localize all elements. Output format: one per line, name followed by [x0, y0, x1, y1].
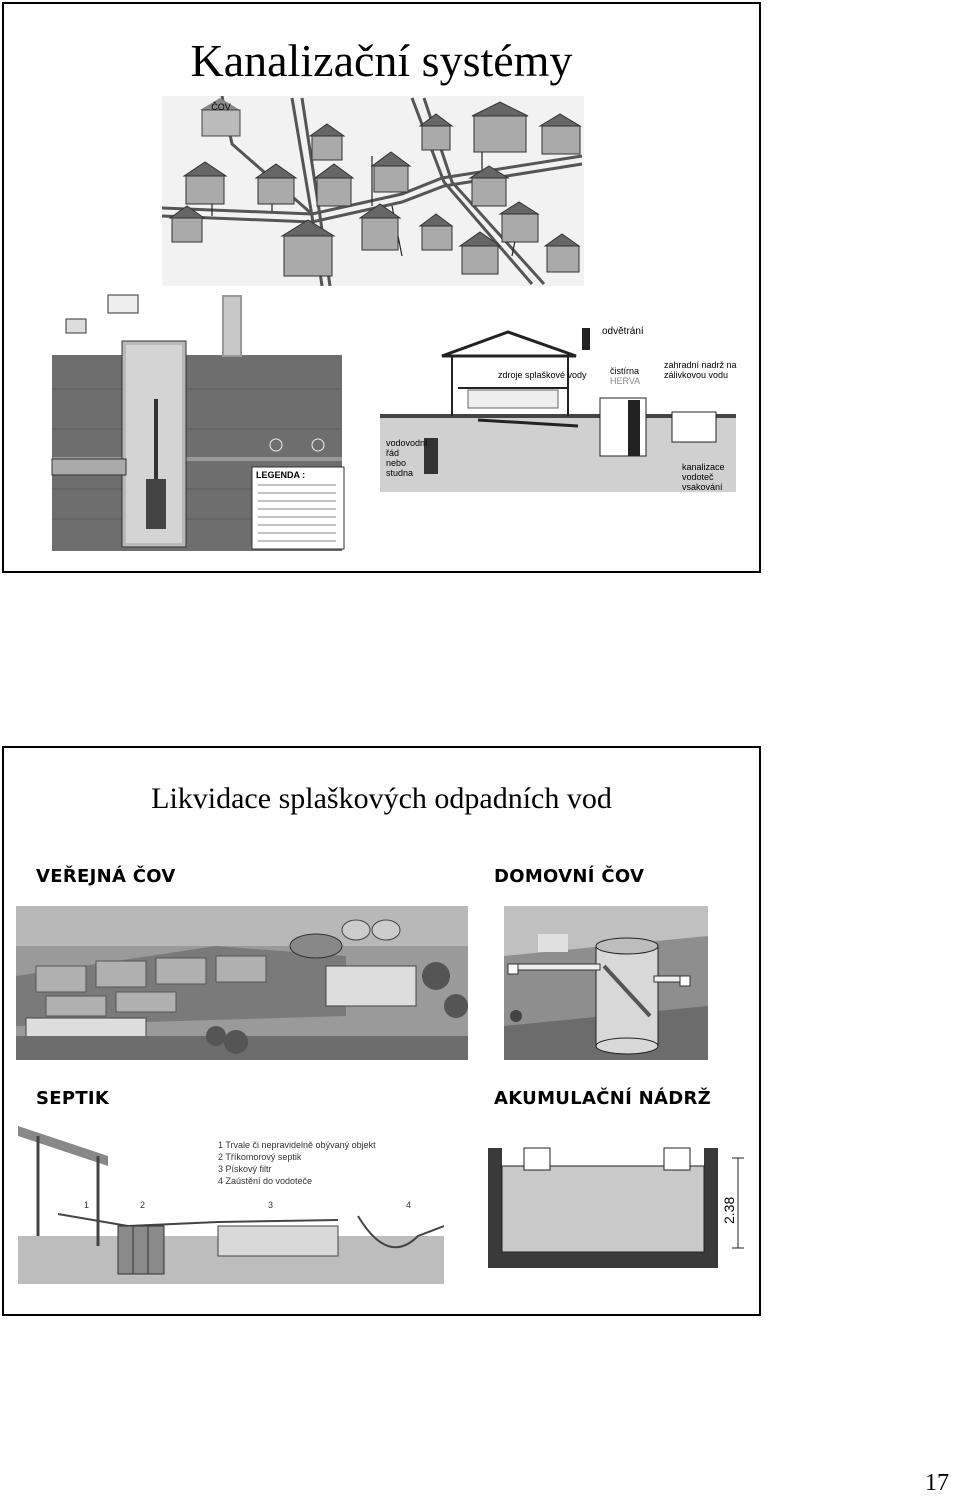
- public-wwtp-label: VEŘEJNÁ ČOV: [36, 866, 176, 887]
- garden-tank-label-2: zálivkovou vodu: [664, 370, 728, 380]
- plant-brand-label: HERVA: [610, 376, 640, 386]
- septic-legend-4: 4 Zaústění do vodoteče: [218, 1176, 312, 1186]
- water-supply-label-1: vodovodní: [386, 438, 428, 448]
- public-wwtp-photo: [16, 906, 468, 1060]
- water-supply-label-2: řád: [386, 448, 399, 458]
- septic-num-3: 3: [268, 1200, 273, 1210]
- sources-label: zdroje splaškové vody: [498, 370, 587, 380]
- septic-num-2: 2: [140, 1200, 145, 1210]
- storage-tank-diagram: 2.38: [488, 1138, 756, 1278]
- water-supply-label-3: nebo: [386, 458, 406, 468]
- storage-tank-label: AKUMULAČNÍ NÁDRŽ: [494, 1088, 711, 1109]
- septic-legend-2: 2 Tříkomorový septik: [218, 1152, 302, 1162]
- domestic-wwtp-label: DOMOVNÍ ČOV: [494, 866, 645, 887]
- sewer-label-3: vsakování: [682, 482, 723, 492]
- septic-diagram: 1 Trvale či nepravidelně obývaný objekt …: [18, 1126, 444, 1284]
- garden-tank-label-1: zahradní nadrž na: [664, 360, 737, 370]
- slide-title: Kanalizační systémy: [190, 35, 573, 86]
- house-wastewater-diagram: odvětrání zdroje splaškové vody čistírna…: [378, 322, 740, 494]
- vent-label: odvětrání: [602, 326, 644, 337]
- septic-num-1: 1: [84, 1200, 89, 1210]
- village-sewer-map: ČOV: [162, 96, 584, 286]
- slide-title: Likvidace splaškových odpadních vod: [151, 782, 612, 815]
- slide-likvidace: Likvidace splaškových odpadních vod VEŘE…: [2, 746, 761, 1316]
- pump-station-diagram: LEGENDA :: [46, 289, 351, 551]
- slide-kanalizacni-systemy: Kanalizační systémy ČOV: [2, 2, 761, 573]
- septic-legend-1: 1 Trvale či nepravidelně obývaný objekt: [218, 1140, 376, 1150]
- septic-legend-3: 3 Pískový filtr: [218, 1164, 272, 1174]
- page-number: 17: [925, 1470, 949, 1496]
- wwtp-building: ČOV: [200, 98, 241, 137]
- wwtp-map-label: ČOV: [211, 102, 231, 112]
- sewer-label-2: vodoteč: [682, 472, 714, 482]
- water-supply-label-4: studna: [386, 468, 413, 478]
- pump-legend-title: LEGENDA :: [256, 470, 305, 480]
- tank-height-dimension: 2.38: [721, 1197, 737, 1224]
- sewer-label-1: kanalizace: [682, 462, 725, 472]
- plant-label: čistírna: [610, 366, 639, 376]
- septic-label: SEPTIK: [36, 1088, 110, 1109]
- septic-num-4: 4: [406, 1200, 411, 1210]
- domestic-wwtp-diagram: [504, 906, 708, 1060]
